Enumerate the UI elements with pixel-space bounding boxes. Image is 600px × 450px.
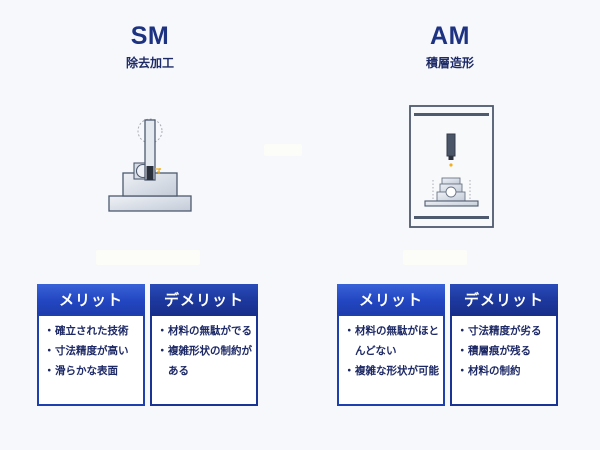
sm-merit-header: メリット [37, 284, 145, 316]
am-subtitle: 積層造形 [425, 56, 474, 70]
list-item: ・滑らかな表面 [44, 365, 118, 377]
center-label-placeholder [264, 144, 302, 156]
list-item: ・材料の無駄がほと [344, 325, 439, 337]
am-title: AM [430, 22, 470, 50]
list-item: ・材料の制約 [457, 365, 521, 377]
list-item: ・積層痕が残る [457, 345, 531, 357]
list-item: ・確立された技術 [44, 325, 129, 337]
am-merit-list: ・材料の無駄がほと んどない ・複雑な形状が可能 [339, 316, 443, 381]
list-item-continuation: ある [168, 365, 189, 377]
list-item: ・複雑形状の制約が [157, 345, 252, 357]
sm-demerit-card: デメリット ・材料の無駄がでる ・複雑形状の制約が ある [150, 284, 258, 406]
sm-demerit-list: ・材料の無駄がでる ・複雑形状の制約が ある [152, 316, 256, 381]
sm-caption-placeholder [96, 250, 200, 265]
am-demerit-card: デメリット ・寸法精度が劣る ・積層痕が残る ・材料の制約 [450, 284, 558, 406]
list-item: ・材料の無駄がでる [157, 325, 252, 337]
am-merit-card: メリット ・材料の無駄がほと んどない ・複雑な形状が可能 [337, 284, 445, 406]
am-caption-placeholder [403, 250, 467, 265]
list-item: ・複雑な形状が可能 [344, 365, 439, 377]
am-merit-header: メリット [337, 284, 445, 316]
3d-printer-icon [400, 100, 500, 230]
list-item: ・寸法精度が高い [44, 345, 129, 357]
sm-title: SM [130, 22, 170, 50]
sm-title-block: SM 除去加工 [80, 22, 220, 71]
list-item: ・寸法精度が劣る [457, 325, 542, 337]
sm-merit-card: メリット ・確立された技術 ・寸法精度が高い ・滑らかな表面 [37, 284, 145, 406]
list-item-continuation: んどない [355, 345, 397, 357]
sm-demerit-header: デメリット [150, 284, 258, 316]
sm-subtitle: 除去加工 [125, 56, 174, 70]
am-title-block: AM 積層造形 [380, 22, 520, 71]
am-demerit-header: デメリット [450, 284, 558, 316]
sm-merit-list: ・確立された技術 ・寸法精度が高い ・滑らかな表面 [39, 316, 143, 381]
am-demerit-list: ・寸法精度が劣る ・積層痕が残る ・材料の制約 [452, 316, 556, 381]
milling-machine-icon [100, 110, 200, 215]
